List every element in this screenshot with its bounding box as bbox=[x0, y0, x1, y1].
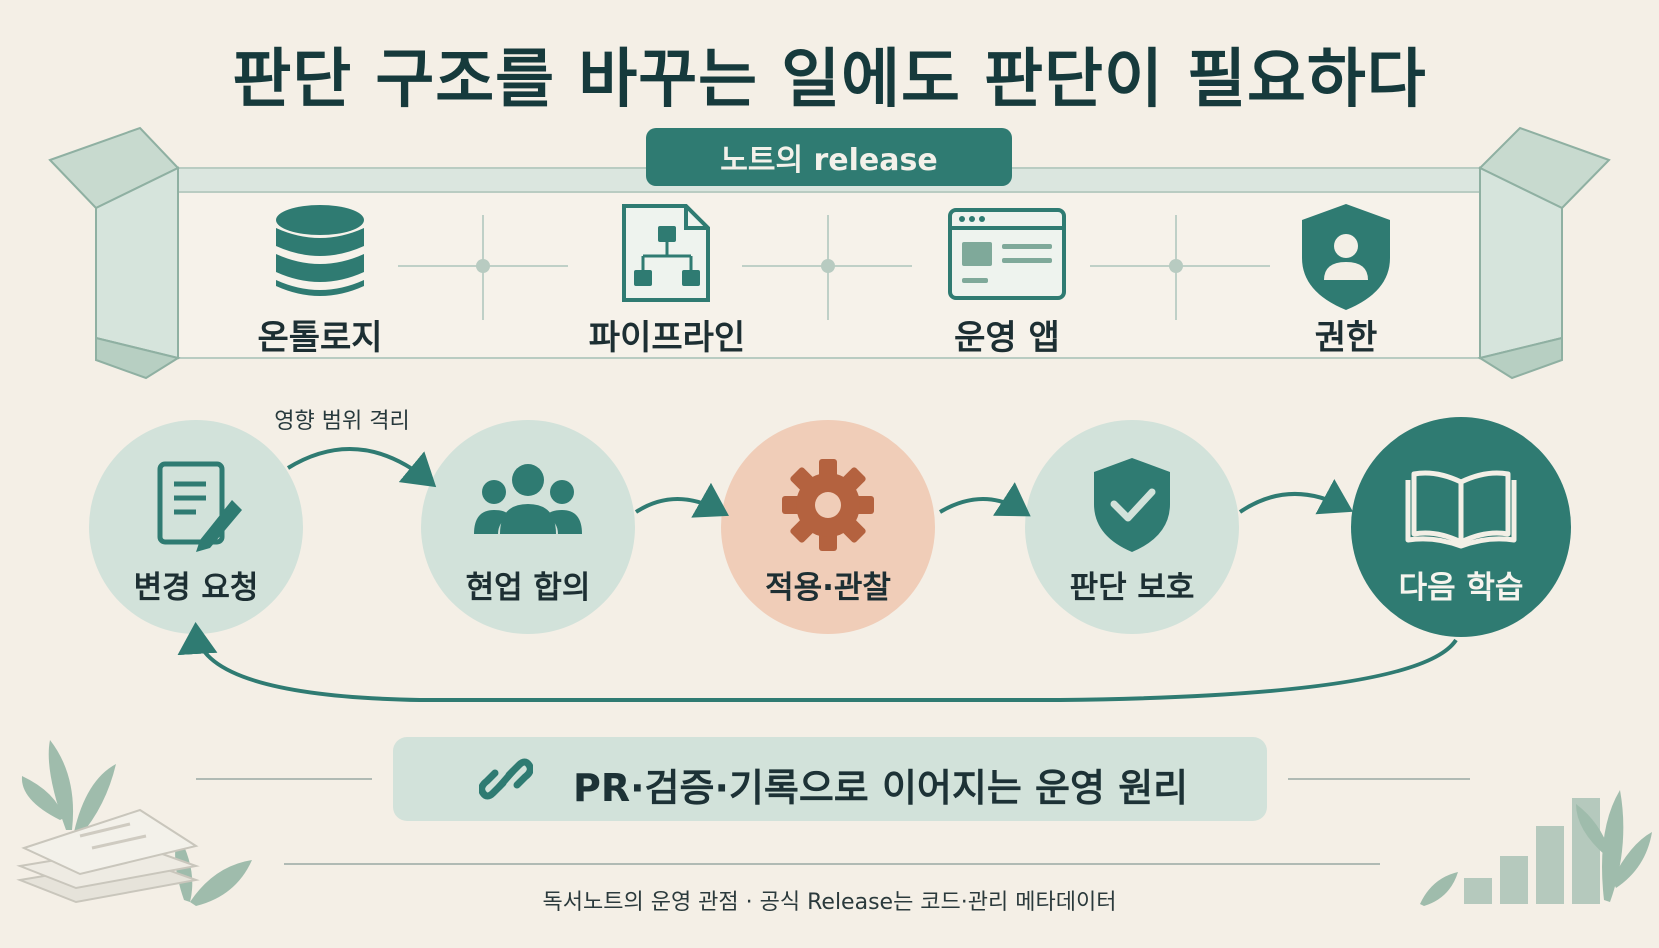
step-label-next-learning: 다음 학습 bbox=[1398, 570, 1524, 606]
step-label-protect-judgment: 판단 보호 bbox=[1069, 570, 1195, 606]
gear-icon bbox=[782, 459, 874, 551]
footer-caption: 독서노트의 운영 관점 · 공식 Release는 코드·관리 메타데이터 bbox=[542, 890, 1117, 915]
connector-dots bbox=[476, 259, 1183, 273]
principle-dividers bbox=[196, 778, 1470, 865]
people-icon bbox=[474, 464, 582, 534]
step-label-business-agreement: 현업 합의 bbox=[465, 570, 591, 606]
flow-arrows bbox=[177, 447, 1458, 702]
principle-banner: PR·검증·기록으로 이어지는 운영 원리 bbox=[393, 737, 1267, 821]
shield-user-icon bbox=[1302, 204, 1390, 310]
bar-decoration-right bbox=[1464, 798, 1600, 904]
step-label-change-request: 변경 요청 bbox=[133, 570, 259, 606]
chain-link-icon bbox=[479, 758, 533, 800]
database-icon bbox=[276, 205, 364, 296]
system-label-permission: 권한 bbox=[1314, 318, 1378, 358]
system-label-ontology: 온톨로지 bbox=[257, 318, 383, 358]
open-book-icon bbox=[1405, 470, 1517, 549]
paper-stack-decoration bbox=[16, 808, 200, 904]
pipeline-document-icon bbox=[622, 204, 710, 302]
shield-check-icon bbox=[1094, 458, 1170, 552]
principle-text: PR·검증·기록으로 이어지는 운영 원리 bbox=[573, 766, 1189, 810]
document-pen-icon bbox=[157, 461, 242, 552]
system-label-pipeline: 파이프라인 bbox=[588, 318, 746, 358]
flow-note: 영향 범위 격리 bbox=[274, 409, 410, 434]
release-badge: 노트의 release bbox=[646, 128, 1012, 186]
page-title: 판단 구조를 바꾸는 일에도 판단이 필요하다 bbox=[232, 43, 1427, 117]
step-label-apply-observe: 적용·관찰 bbox=[765, 570, 891, 606]
app-window-icon bbox=[948, 208, 1066, 300]
system-label-ops-app: 운영 앱 bbox=[954, 318, 1060, 358]
leaf-decoration-right bbox=[1420, 790, 1652, 906]
